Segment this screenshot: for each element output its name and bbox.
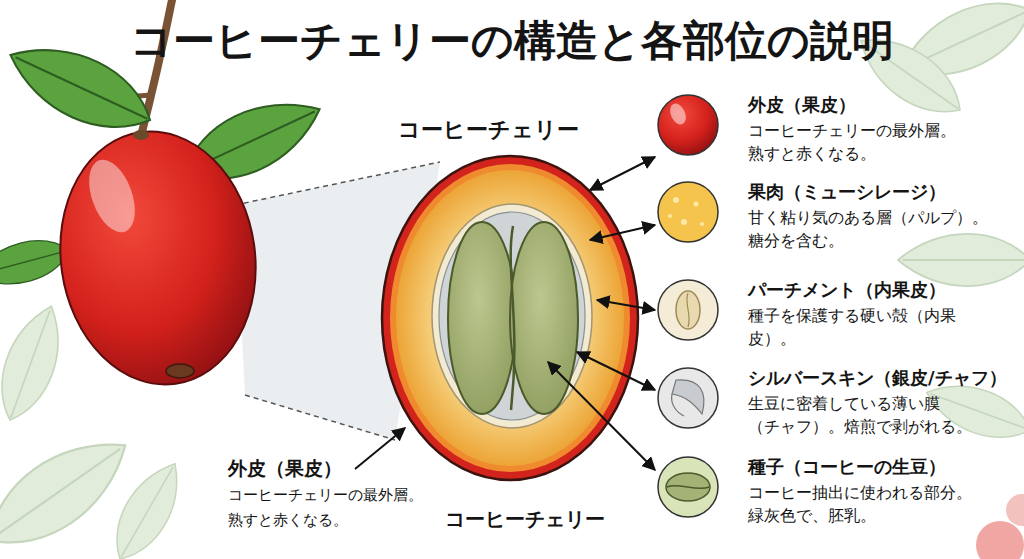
projection-line — [235, 162, 440, 205]
silver-skin — [439, 212, 585, 420]
cherry-stem-base — [133, 130, 149, 140]
outer-skin — [382, 156, 638, 480]
section-label: コーヒーチェリー — [430, 506, 620, 532]
cherry-navel — [166, 364, 194, 378]
bean-crease — [667, 486, 709, 489]
part-icons — [658, 95, 718, 517]
part-heading: 外皮（果皮） — [228, 456, 418, 480]
part-heading: パーチメント（内果皮） — [748, 278, 1024, 302]
faded-cherry — [976, 521, 1024, 559]
part-callout: 外皮（果皮） コーヒーチェリーの最外層。 熟すと赤くなる。 — [225, 456, 425, 536]
skin-icon — [658, 95, 718, 155]
cross-section — [382, 156, 638, 480]
parchment-seam — [687, 293, 689, 327]
part-heading: シルバースキン（銀皮/チャフ） — [748, 366, 1024, 390]
part-callout: パーチメント（内果皮） 種子を保護する硬い殻（内果 皮）。 — [655, 278, 1024, 358]
cherry-highlight — [80, 153, 144, 238]
part-callout: 種子（コーヒーの生豆） コーヒー抽出に使われる部分。 緑灰色で、胚乳。 — [655, 455, 1024, 535]
bean-crease — [511, 226, 515, 410]
part-heading: 種子（コーヒーの生豆） — [748, 455, 1024, 479]
faded-leaf — [101, 453, 194, 559]
bean-half — [510, 222, 578, 414]
silver-skin-icon — [658, 368, 718, 428]
icon-highlight — [667, 101, 689, 127]
part-description: コーヒー抽出に使われる部分。 緑灰色で、胚乳。 — [748, 482, 993, 528]
pulp-speck — [700, 222, 704, 226]
node-outline — [375, 112, 650, 490]
faded-leaf — [898, 234, 1024, 286]
bean-half — [448, 222, 516, 414]
bean-icon — [658, 457, 718, 517]
leader-arrow — [597, 300, 655, 310]
leader-arrow — [355, 428, 405, 469]
parchment-icon — [658, 280, 718, 340]
leader-arrow — [590, 225, 655, 240]
part-heading: 果肉（ミューシレージ） — [748, 180, 1024, 204]
part-description: 甘く粘り気のある層（パルプ）。 糖分を含む。 — [748, 207, 993, 253]
leader-arrow — [548, 362, 655, 470]
faded-leaf — [0, 298, 74, 428]
cherry-body — [44, 119, 271, 398]
chaff-curl — [672, 394, 684, 416]
leader-arrow — [577, 352, 655, 390]
pulp-speck — [694, 202, 699, 207]
part-heading: 外皮（果皮） — [748, 93, 1024, 117]
part-callout: 外皮（果皮） コーヒーチェリーの最外層。 熟すと赤くなる。 — [655, 93, 1024, 173]
faded-cherry — [1006, 494, 1024, 526]
part-description: 生豆に密着している薄い膜 （チャフ）。焙煎で剥がれる。 — [748, 393, 993, 439]
part-description: コーヒーチェリーの最外層。 熟すと赤くなる。 — [748, 120, 993, 166]
pulp-speck — [681, 219, 687, 225]
pulp-icon — [658, 182, 718, 242]
part-description: コーヒーチェリーの最外層。 熟すと赤くなる。 — [228, 483, 428, 533]
whole-cherry — [44, 119, 271, 398]
cherry-outline — [382, 156, 638, 480]
parchment — [432, 204, 592, 428]
diagram-title: コーヒーチェリーの構造と各部位の説明 — [0, 16, 1024, 66]
skin-inner — [390, 164, 630, 472]
parchment-shell — [676, 291, 700, 329]
mucilage — [396, 170, 624, 466]
section-heading: コーヒーチェリー — [375, 117, 601, 143]
bean-shape — [666, 473, 710, 501]
pulp-speck — [673, 197, 679, 203]
projection-line — [245, 395, 395, 440]
leader-arrow — [590, 157, 655, 190]
part-callout: 果肉（ミューシレージ） 甘く粘り気のある層（パルプ）。 糖分を含む。 — [655, 180, 1024, 260]
pulp-speck — [668, 214, 672, 218]
chaff-flake — [672, 380, 704, 414]
cross-section: コーヒーチェリー — [375, 112, 650, 490]
part-callout: シルバースキン（銀皮/チャフ） 生豆に密着している薄い膜 （チャフ）。焙煎で剥がれ… — [655, 366, 1024, 446]
part-description: 種子を保護する硬い殻（内果 皮）。 — [748, 305, 993, 351]
